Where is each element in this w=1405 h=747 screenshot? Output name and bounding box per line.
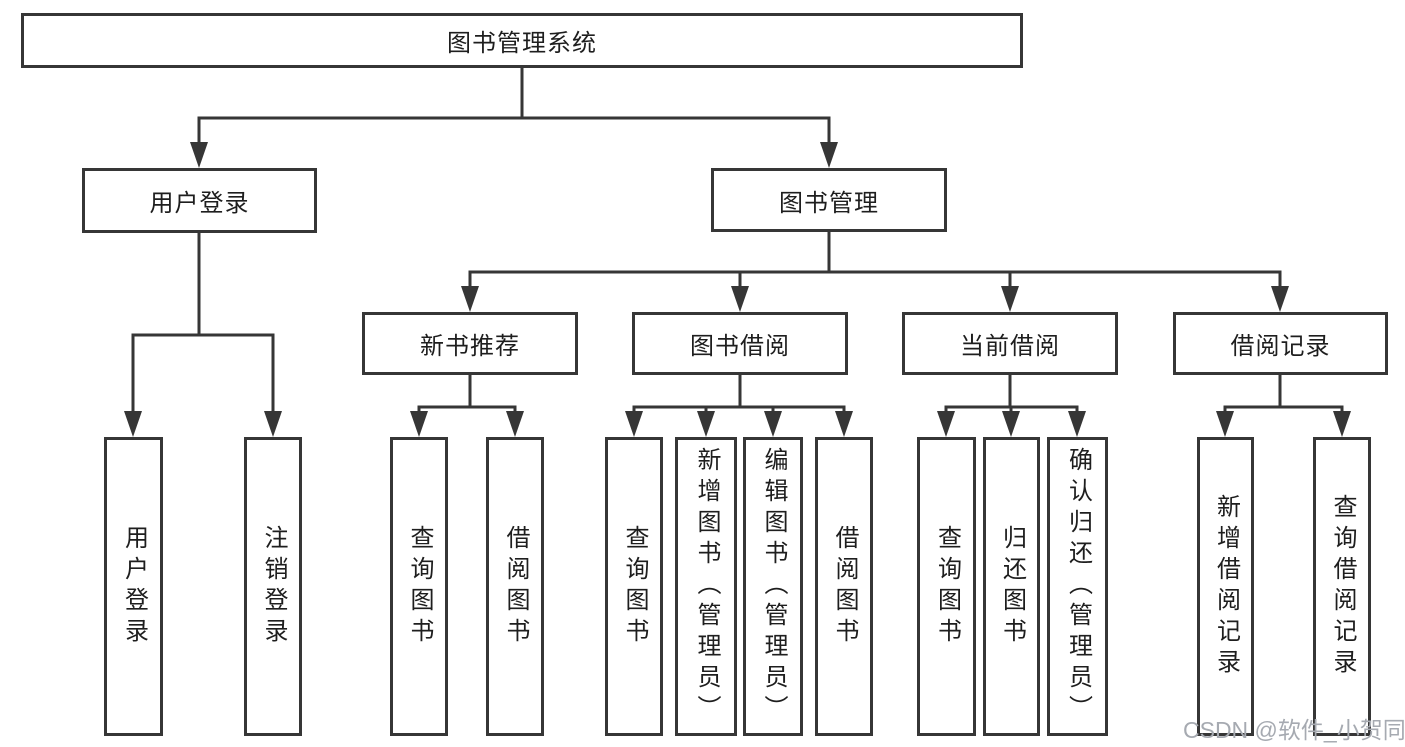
node-root: 图书管理系统 <box>21 13 1023 68</box>
arrowhead <box>697 411 715 437</box>
leaf-query-books-recommend: 查询图书 <box>390 437 448 736</box>
leaf-label: 编辑图书（管理员） <box>760 447 787 726</box>
leaf-label: 新增借阅记录 <box>1212 493 1240 680</box>
arrowhead <box>410 411 428 437</box>
arrowhead <box>1271 286 1289 312</box>
edge-borrow-records-to-leaves <box>1223 375 1344 413</box>
arrowhead <box>1002 411 1020 437</box>
arrowhead <box>124 411 142 437</box>
edge-new-book-recommend-to-leaves <box>417 375 517 413</box>
arrowhead <box>764 411 782 437</box>
leaf-add-book-admin: 新增图书（管理员） <box>675 437 737 736</box>
csdn-watermark: CSDN @软件_小贺同学 <box>1183 717 1405 743</box>
edge-book-management-to-level2 <box>468 232 1282 288</box>
node-user-login: 用户登录 <box>82 168 317 233</box>
node-book-borrow: 图书借阅 <box>632 312 848 375</box>
arrowhead <box>1068 411 1086 437</box>
node-book-management: 图书管理 <box>711 168 947 232</box>
arrowhead <box>461 286 479 312</box>
leaf-label: 确认归还（管理员） <box>1064 447 1092 726</box>
leaf-label: 用户登录 <box>120 524 148 649</box>
leaf-label: 查询图书 <box>933 524 961 649</box>
leaf-edit-book-admin: 编辑图书（管理员） <box>743 437 803 736</box>
leaf-return-book: 归还图书 <box>983 437 1040 736</box>
arrowhead <box>1216 411 1234 437</box>
arrowhead <box>1333 411 1351 437</box>
leaf-label: 借阅图书 <box>502 524 529 649</box>
leaf-query-books-borrow: 查询图书 <box>605 437 663 736</box>
leaf-confirm-return-admin: 确认归还（管理员） <box>1047 437 1108 736</box>
node-new-book-recommend: 新书推荐 <box>362 312 578 375</box>
arrowhead <box>820 142 838 168</box>
arrowhead <box>190 142 208 168</box>
edge-root-to-level1 <box>197 68 831 144</box>
node-borrow-records: 借阅记录 <box>1173 312 1388 375</box>
leaf-logout: 注销登录 <box>244 437 302 736</box>
arrowhead <box>1001 286 1019 312</box>
edge-user-login-to-leaves <box>131 233 275 413</box>
leaf-borrow-books: 借阅图书 <box>815 437 873 736</box>
leaf-label: 借阅图书 <box>831 524 858 649</box>
node-current-borrow: 当前借阅 <box>902 312 1118 375</box>
leaf-label: 归还图书 <box>998 524 1026 649</box>
leaf-label: 查询借阅记录 <box>1329 493 1356 680</box>
leaf-query-books-current: 查询图书 <box>917 437 976 736</box>
leaf-label: 新增图书（管理员） <box>693 447 720 726</box>
arrowhead <box>731 286 749 312</box>
leaf-query-borrow-record: 查询借阅记录 <box>1313 437 1371 736</box>
arrowhead <box>835 411 853 437</box>
leaf-label: 查询图书 <box>406 524 433 649</box>
arrowhead <box>264 411 282 437</box>
edge-current-borrow-to-leaves <box>944 375 1079 413</box>
arrowhead <box>625 411 643 437</box>
leaf-label: 查询图书 <box>621 524 648 649</box>
leaf-add-borrow-record: 新增借阅记录 <box>1197 437 1254 736</box>
leaf-borrow-books-recommend: 借阅图书 <box>486 437 544 736</box>
leaf-label: 注销登录 <box>260 524 287 649</box>
arrowhead <box>937 411 955 437</box>
edge-book-borrow-to-leaves <box>632 375 846 413</box>
leaf-user-login: 用户登录 <box>104 437 163 736</box>
arrowhead <box>506 411 524 437</box>
